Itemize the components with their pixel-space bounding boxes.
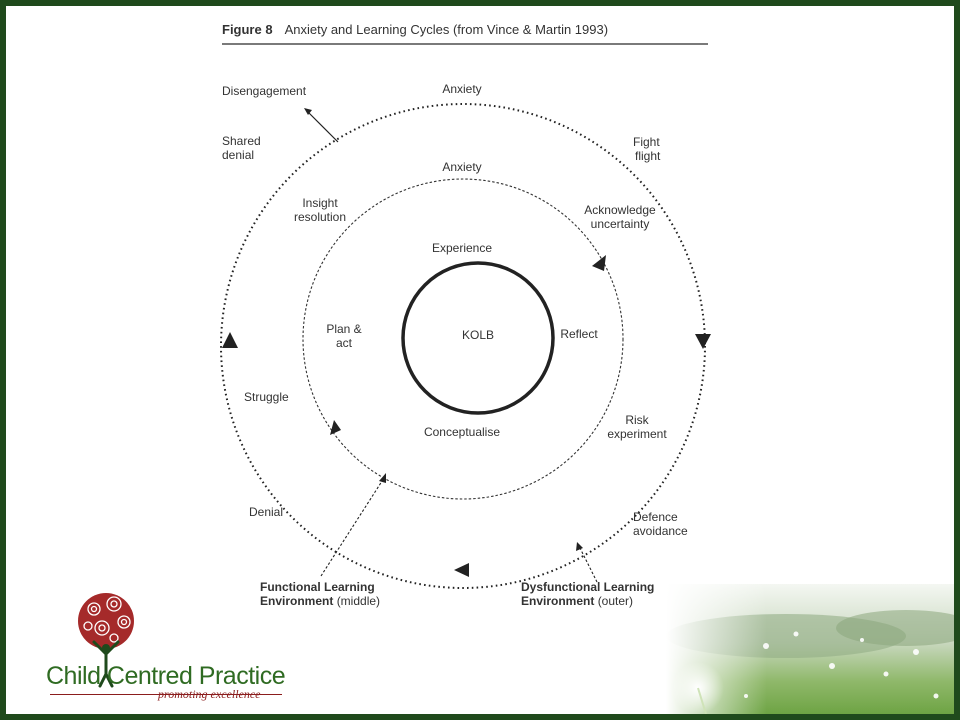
middle-label-risk-line2: experiment (607, 427, 667, 441)
middle-arrow-head-left (330, 420, 341, 435)
outer-cycle-ring (220, 103, 706, 589)
logo-tree-icon (78, 593, 134, 688)
outer-label-shared-line1: Shared (222, 134, 261, 148)
outer-arrow-head-left (222, 332, 238, 348)
legend-functional-line1: Functional Learning (260, 580, 375, 594)
middle-label-anxiety: Anxiety (442, 160, 482, 174)
slide: Figure 8 Anxiety and Learning Cycles (fro… (6, 6, 954, 714)
legend-dysfunctional-note: (outer) (597, 594, 634, 608)
inner-label-plan-line1: Plan & (326, 322, 362, 336)
inner-label-plan-line2: act (335, 336, 352, 350)
figure-caption: Figure 8 Anxiety and Learning Cycles (fro… (222, 22, 708, 45)
outer-label-shared-line2: denial (222, 148, 255, 162)
dysfunctional-pointer-head (576, 542, 583, 551)
middle-label-insight-resolution: Insight resolution (280, 196, 360, 224)
legend-functional: Functional Learning Environment (middle) (260, 580, 410, 608)
disengagement-arrow-line (307, 111, 339, 143)
middle-cycle-ring (302, 178, 624, 500)
kolb-center-label: KOLB (461, 328, 494, 342)
functional-pointer-head (379, 473, 386, 483)
outer-arrow-head-right (695, 334, 711, 349)
inner-label-conceptualise: Conceptualise (423, 425, 501, 439)
legend-functional-note: (middle) (336, 594, 381, 608)
functional-pointer-line (320, 477, 385, 577)
figure-title: Anxiety and Learning Cycles (from Vince … (284, 22, 609, 37)
middle-label-acknowledge-line2: uncertainty (590, 217, 650, 231)
outer-label-anxiety: Anxiety (442, 82, 482, 96)
logo-underline (50, 694, 282, 695)
outer-label-fight-flight: Fight flight (633, 135, 693, 163)
outer-label-fight-line1: Fight (633, 135, 660, 149)
learning-cycles-diagram (78, 103, 711, 688)
outer-label-shared-denial: Shared denial (222, 134, 282, 162)
legend-dysfunctional-line2: Environment (521, 594, 595, 608)
middle-label-acknowledge-line1: Acknowledge (584, 203, 656, 217)
meadow-photo (666, 584, 954, 714)
outer-label-struggle: Struggle (244, 390, 289, 404)
middle-label-risk-line1: Risk (625, 413, 649, 427)
legend-dysfunctional-line1: Dysfunctional Learning (521, 580, 655, 594)
middle-label-insight-line2: resolution (293, 210, 347, 224)
middle-label-insight-line1: Insight (302, 196, 338, 210)
kolb-ring (401, 261, 555, 415)
dysfunctional-pointer-line (578, 545, 598, 583)
disengagement-arrow-head (304, 108, 312, 115)
logo-tagline: promoting excellence (158, 687, 261, 701)
outer-label-fight-line2: flight (635, 149, 661, 163)
middle-label-risk-experiment: Risk experiment (600, 413, 674, 441)
legend-functional-line2: Environment (260, 594, 334, 608)
outer-arrow-head-bottom (454, 563, 469, 577)
middle-arrow-head-right (592, 255, 606, 271)
outer-label-denial: Denial (249, 505, 284, 519)
logo-name: Child Centred Practice (46, 662, 286, 690)
figure-number: Figure 8 (222, 22, 273, 37)
outer-label-disengagement: Disengagement (222, 84, 307, 98)
middle-label-acknowledge-uncertainty: Acknowledge uncertainty (572, 203, 668, 231)
inner-label-plan-act: Plan & act (318, 322, 370, 350)
outer-label-defence-line2: avoidance (633, 524, 688, 538)
outer-label-defence-avoidance: Defence avoidance (633, 510, 713, 538)
legend-dysfunctional: Dysfunctional Learning Environment (oute… (521, 580, 681, 608)
outer-label-defence-line1: Defence (633, 510, 678, 524)
inner-label-reflect: Reflect (560, 327, 598, 341)
inner-label-experience: Experience (431, 241, 493, 255)
